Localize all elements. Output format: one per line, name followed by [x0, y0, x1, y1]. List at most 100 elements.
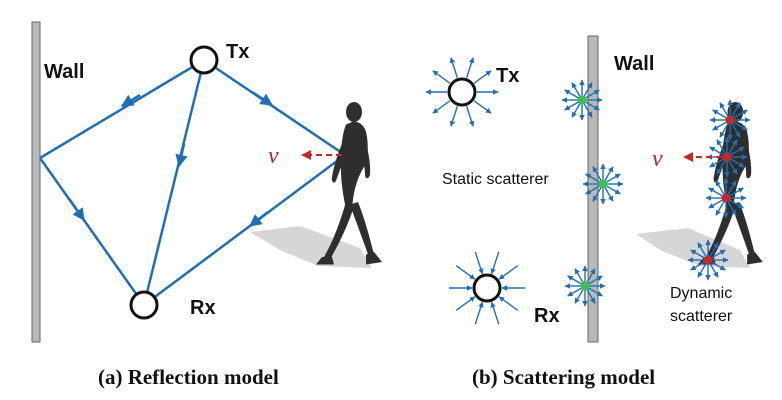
panel-a: Wall Tx Rx v⃗ (a) Reflection model	[31, 21, 382, 389]
dynamic-scatterer-dot	[725, 115, 735, 125]
caption-a: (a) Reflection model	[98, 365, 279, 389]
tx-label-b: Tx	[496, 65, 519, 87]
reflection-rays	[38, 58, 346, 307]
static-scatterer-label: Static scatterer	[442, 171, 549, 188]
emitted-ray-arrow	[592, 166, 602, 181]
incoming-ray-arrow	[490, 301, 500, 325]
emitted-ray-arrow	[729, 187, 744, 197]
emitted-ray-arrow	[727, 180, 737, 195]
dynamic-scatterer-label-line1: Dynamic	[670, 285, 732, 302]
emitted-ray-arrow	[465, 57, 475, 78]
emitted-ray-arrow	[606, 173, 621, 183]
emitted-ray-arrow	[697, 263, 707, 278]
emitted-ray-arrow	[571, 82, 581, 97]
rx-node-b	[472, 273, 502, 303]
dynamic-scatterer-dot	[703, 255, 713, 265]
tx-emission-arrows	[425, 57, 499, 127]
emitted-ray-arrow	[729, 199, 744, 209]
emitted-ray-arrow	[716, 139, 726, 154]
ray-arrowheads	[68, 90, 274, 227]
person-shadow-a	[250, 226, 372, 268]
emitted-ray-arrow	[690, 261, 705, 271]
emitted-ray-arrow	[709, 158, 724, 168]
emitted-ray-arrow	[708, 187, 723, 197]
emitted-ray-arrow	[731, 102, 741, 117]
rx-label-b: Rx	[534, 305, 560, 327]
emitted-ray-arrow	[709, 146, 724, 156]
emitted-ray-arrow	[571, 103, 581, 118]
incoming-ray-arrow	[455, 296, 476, 311]
emitted-ray-arrow	[449, 106, 459, 127]
static-scatterer-1	[561, 79, 603, 121]
emitted-ray-arrow	[592, 187, 602, 202]
emitted-ray-arrow	[730, 146, 745, 156]
emitted-ray-arrow	[719, 123, 729, 138]
dynamic-scatterer-label-line2: scatterer	[670, 308, 733, 325]
emitted-ray-arrow	[712, 121, 727, 131]
static-scatterer-3	[564, 265, 606, 307]
panel-b: Wall Tx Rx Static scatterer v⃗ Dynamic s…	[425, 35, 763, 389]
emitted-ray-arrow	[728, 139, 738, 154]
emitted-ray-arrow	[588, 287, 603, 297]
incoming-ray-arrow	[455, 265, 476, 280]
tx-node-a	[189, 45, 219, 75]
emitted-ray-arrow	[733, 109, 748, 119]
emitted-ray-arrow	[606, 185, 621, 195]
static-scatterer-dot	[598, 179, 608, 189]
tx-node-b	[447, 77, 477, 107]
person-shadow-b	[636, 228, 750, 268]
static-scatterer-dot	[580, 281, 590, 291]
emitted-ray-arrow	[716, 160, 726, 175]
emitted-ray-arrow	[583, 82, 593, 97]
velocity-label-a: v⃗	[268, 143, 297, 169]
emitted-ray-arrow	[432, 100, 451, 114]
emitted-ray-arrow	[574, 289, 584, 304]
tx-label-a: Tx	[226, 41, 249, 63]
emitted-ray-arrow	[604, 166, 614, 181]
dynamic-scatterer-1	[709, 99, 751, 141]
dynamic-scatterer-4	[687, 239, 729, 281]
emitted-ray-arrow	[567, 287, 582, 297]
dynamic-scatterer-dot	[721, 193, 731, 203]
emitted-ray-arrow	[567, 275, 582, 285]
emitted-ray-arrow	[473, 100, 492, 114]
emitted-ray-arrow	[708, 199, 723, 209]
incoming-ray-arrow	[474, 301, 484, 325]
velocity-label-b: v⃗	[652, 146, 681, 172]
emitted-ray-arrow	[574, 268, 584, 283]
dynamic-scatterer-3	[705, 177, 747, 219]
dynamic-scatterer-dot	[722, 152, 732, 162]
emitted-ray-arrow	[731, 123, 741, 138]
wall-a	[31, 21, 41, 343]
emitted-ray-arrow	[728, 160, 738, 175]
emitted-ray-arrow	[585, 173, 600, 183]
dynamic-scatterer-2	[706, 136, 748, 178]
caption-b: (b) Scattering model	[472, 365, 655, 389]
incoming-ray-arrow	[490, 251, 500, 275]
emitted-ray-arrow	[715, 180, 725, 195]
rx-incoming-arrows	[449, 251, 525, 325]
emitted-ray-arrow	[585, 101, 600, 111]
emitted-ray-arrow	[715, 201, 725, 216]
emitted-ray-arrow	[585, 185, 600, 195]
emitted-ray-arrow	[465, 106, 475, 127]
emitted-ray-arrow	[586, 268, 596, 283]
emitted-ray-arrow	[712, 109, 727, 119]
emitted-ray-arrow	[588, 275, 603, 285]
emitted-ray-arrow	[719, 102, 729, 117]
emitted-ray-arrow	[709, 242, 719, 257]
emitted-ray-arrow	[711, 261, 726, 271]
incoming-ray-arrow	[498, 296, 519, 311]
emitted-ray-arrow	[583, 103, 593, 118]
emitted-ray-arrow	[564, 89, 579, 99]
incoming-ray-arrow	[498, 265, 519, 280]
emitted-ray-arrow	[585, 89, 600, 99]
emitted-ray-arrow	[604, 187, 614, 202]
emitted-ray-arrow	[564, 101, 579, 111]
static-scatterer-dot	[577, 95, 587, 105]
static-scatterer-2	[582, 163, 624, 205]
emitted-ray-arrow	[690, 249, 705, 259]
emitted-ray-arrow	[727, 201, 737, 216]
emitted-ray-arrow	[473, 70, 492, 84]
